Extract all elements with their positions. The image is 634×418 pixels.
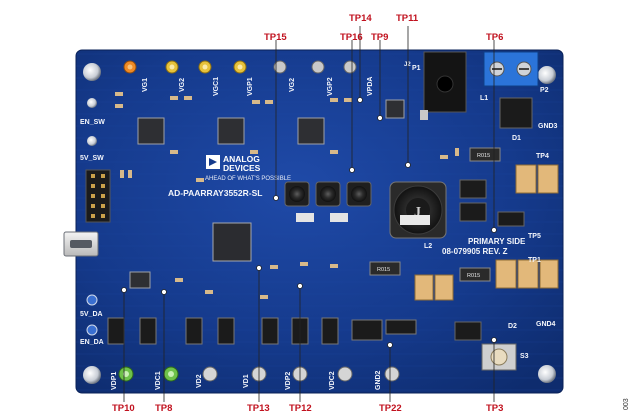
barrel-jack xyxy=(420,51,467,120)
small-inductors xyxy=(284,181,372,222)
shunt-resistors: R015 R015 R015 xyxy=(369,147,501,282)
callout-tp16: TP16 xyxy=(340,32,363,43)
silk-top-vg1: VG1 xyxy=(142,78,149,92)
silk-right-s3: S3 xyxy=(520,353,529,360)
qfn-ics xyxy=(129,99,405,289)
silk-right-p1: P1 xyxy=(412,65,421,72)
silk-top-vg2b: VG2 xyxy=(289,78,296,92)
silk-left-5v-da: 5V_DA xyxy=(80,311,103,318)
callout-tp14: TP14 xyxy=(349,13,372,24)
silk-right-tp5: TP5 xyxy=(528,233,541,240)
silk-right-d1: D1 xyxy=(512,135,521,142)
terminal-block xyxy=(483,51,539,87)
callout-tp13: TP13 xyxy=(247,403,270,414)
callout-tp12: TP12 xyxy=(289,403,312,414)
silk-right-tp1: TP1 xyxy=(528,257,541,264)
callout-tp3: TP3 xyxy=(486,403,503,414)
brand-line-2: DEVICES xyxy=(223,163,261,173)
shunt-marking-3: R015 xyxy=(467,273,480,279)
silk-top-vg2: VG2 xyxy=(179,78,186,92)
silk-top-vgp2: VGP2 xyxy=(327,77,334,96)
silk-bot-vdc1: VDC1 xyxy=(155,371,162,390)
silk-rev: 08-079905 REV. Z xyxy=(442,247,508,256)
small-passives xyxy=(115,92,459,299)
silk-right-d2: D2 xyxy=(508,323,517,330)
figure-number: 003 xyxy=(623,398,630,410)
left-test-posts xyxy=(86,98,98,336)
shunt-marking-2: R015 xyxy=(477,153,490,159)
tantalum-caps xyxy=(414,164,559,301)
silk-bot-gnd2: GND2 xyxy=(375,370,382,390)
silk-top-vgp1: VGP1 xyxy=(247,77,254,96)
mounting-holes xyxy=(83,63,556,384)
silk-right-p2: P2 xyxy=(540,87,549,94)
silk-right-gnd4: GND4 xyxy=(536,321,556,328)
silk-primary-side: PRIMARY SIDE xyxy=(468,237,526,246)
silk-bot-vdp2: VDP2 xyxy=(285,372,292,390)
part-number-label: AD-PAARRAY3552R-SL xyxy=(168,188,262,198)
push-button xyxy=(481,343,517,371)
power-devices-right xyxy=(454,97,533,341)
silk-bot-vd1: VD1 xyxy=(243,374,250,388)
pin-header xyxy=(85,169,111,223)
callout-tp15: TP15 xyxy=(264,32,287,43)
silk-top-vgc1: VGC1 xyxy=(213,77,220,96)
silk-bot-vdp1: VDP1 xyxy=(111,372,118,390)
silk-top-vpda: VPDA xyxy=(367,77,374,96)
silk-left-5v-sw: 5V_SW xyxy=(80,155,104,162)
callout-tp9: TP9 xyxy=(371,32,388,43)
callout-tp22: TP22 xyxy=(379,403,402,414)
silk-bot-vd2: VD2 xyxy=(196,374,203,388)
silk-right-l1: L1 xyxy=(480,95,488,102)
pcb-trace-texture xyxy=(76,50,563,393)
adi-logo: ANALOG DEVICES AHEAD OF WHAT'S POSSIBLE xyxy=(205,154,291,182)
silk-left-en-sw: EN_SW xyxy=(80,119,105,126)
callout-tp6: TP6 xyxy=(486,32,503,43)
silk-right-gnd3: GND3 xyxy=(538,123,558,130)
bottom-test-posts xyxy=(118,366,400,382)
shunt-marking-1: R015 xyxy=(377,267,390,273)
brand-line-1: ANALOG xyxy=(223,154,260,164)
callout-endpoints xyxy=(121,97,497,348)
silk-left-en-da: EN_DA xyxy=(80,339,104,346)
power-inductor: J xyxy=(389,181,447,239)
callout-leaders xyxy=(123,26,495,402)
usb-connector xyxy=(63,231,99,257)
callout-tp8: TP8 xyxy=(155,403,172,414)
silk-right-tp4: TP4 xyxy=(536,153,549,160)
inductor-marking: J xyxy=(414,205,421,220)
silk-right-l2: L2 xyxy=(424,243,432,250)
callout-tp10: TP10 xyxy=(112,403,135,414)
callout-tp11: TP11 xyxy=(396,13,419,24)
silk-bot-vdc2: VDC2 xyxy=(329,371,336,390)
top-test-posts xyxy=(123,60,357,74)
brand-tagline: AHEAD OF WHAT'S POSSIBLE xyxy=(205,176,291,182)
